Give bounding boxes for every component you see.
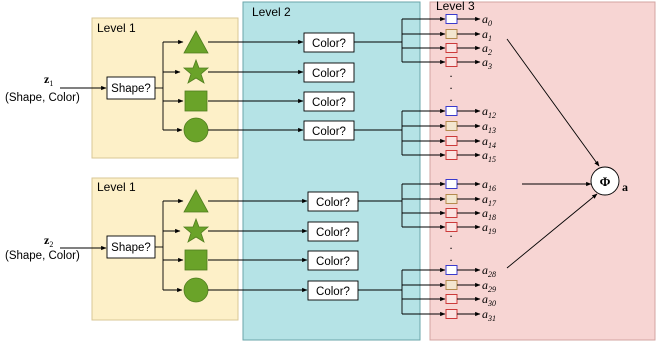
output-label-a: a18 [482,206,496,222]
output-label-a: a1 [482,27,492,43]
color-question-box: Color? [307,221,359,242]
output-label-a: a29 [482,278,496,294]
level3-panel [429,1,656,341]
output-label-a: a3 [482,55,492,71]
svg-text:.: . [449,66,452,80]
svg-text:Color?: Color? [312,126,346,138]
output-label-a: a28 [482,263,496,279]
output-cell-box [445,14,458,24]
square-shape-bottom [184,249,208,271]
output-cell-box [445,29,458,39]
color-question-box: Color? [303,62,355,83]
input-z1: z1 (Shape, Color) [5,72,80,104]
svg-text:.: . [449,250,452,264]
level1-top-label: Level 1 [97,21,136,35]
output-label-a: a31 [482,307,496,323]
z2-desc: (Shape, Color) [5,250,80,262]
svg-text:.: . [449,238,452,252]
color-question-box: Color? [307,191,359,212]
svg-text:Color?: Color? [312,68,346,80]
svg-text:.: . [449,90,452,104]
svg-text:Color?: Color? [316,286,350,298]
level2-label: Level 2 [252,5,291,19]
ellipsis-bottom: . . . [449,226,452,264]
circle-shape-bottom [183,277,209,303]
color-question-box: Color? [307,280,359,301]
square-shape-top [184,90,208,112]
svg-text:Color?: Color? [316,256,350,268]
svg-text:Color?: Color? [312,97,346,109]
output-cell-box [445,280,458,290]
output-cell-box [445,179,458,189]
output-cell-box [445,208,458,218]
svg-text:Color?: Color? [312,38,346,50]
output-cell-box [445,194,458,204]
shape-question-label-top: Shape? [111,83,151,95]
output-label-a: a0 [482,12,492,28]
star-shape-top [182,58,210,84]
svg-text:.: . [449,226,452,240]
output-label-a: a16 [482,177,496,193]
output-label-a: a2 [482,41,492,57]
z1-desc: (Shape, Color) [5,92,80,104]
z1-symbol: z [44,72,50,86]
phi-symbol: Φ [600,174,611,189]
triangle-shape-bottom [183,189,209,213]
output-label-a: a19 [482,220,496,236]
output-label-a: a13 [482,119,496,135]
output-cell-box [445,150,458,160]
shape-question-label-bottom: Shape? [111,242,151,254]
output-label-a: a17 [482,192,497,208]
output-label-a: a15 [482,148,496,164]
output-cell-box [445,106,458,116]
output-label-a: a14 [482,134,496,150]
color-question-box: Color? [307,250,359,271]
color-question-box: Color? [303,32,355,53]
z2-sub: 2 [49,240,53,249]
svg-text:.: . [449,78,452,92]
circle-shape-top [183,117,209,143]
output-label-a: a12 [482,104,496,120]
color-question-box: Color? [303,91,355,112]
star-shape-bottom [182,217,210,243]
output-cell-box [445,294,458,304]
level1-bottom-label: Level 1 [97,180,136,194]
output-label-a: a30 [482,292,496,308]
z2-symbol: z [44,233,50,247]
z1-sub: 1 [49,79,53,88]
ellipsis-top: . . . [449,66,452,104]
svg-text:z2: z2 [44,233,53,249]
aggregator-output-label: a [622,180,628,194]
color-question-box: Color? [303,120,355,141]
output-cell-box [445,265,458,275]
output-cell-box [445,309,458,319]
output-cell-box [445,43,458,53]
svg-text:Color?: Color? [316,227,350,239]
level3-label: Level 3 [436,0,475,13]
output-cell-box [445,136,458,146]
output-cell-box [445,121,458,131]
svg-text:Color?: Color? [316,197,350,209]
triangle-shape-top [183,30,209,54]
input-z2: z2 (Shape, Color) [5,233,80,262]
svg-text:z1: z1 [44,72,53,88]
level2-panel [242,1,421,341]
aggregator-node [590,166,620,196]
